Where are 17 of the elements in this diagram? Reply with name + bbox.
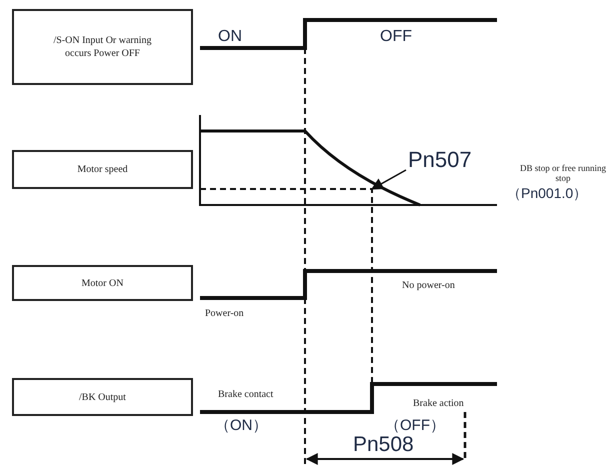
signal-label-box: /S-ON Input Or warning occurs Power OFF [12,9,193,85]
state-note: Brake action [413,398,464,410]
state-note: Power-on [205,308,244,320]
note-text: DB stop or free running stop [519,163,607,184]
leader-arrow [370,169,406,190]
state-label: （OFF） [385,417,445,434]
state-label: OFF [380,28,412,46]
parameter-label: （Pn001.0） [507,185,588,202]
parameter-label: Pn508 [353,433,414,458]
parameter-label: Pn507 [408,146,503,174]
state-label: ON [218,28,242,46]
signal-label-box: /BK Output [12,378,193,416]
state-label: （ON） [215,417,268,434]
signal-label-box: Motor speed [12,150,193,189]
state-note: No power-on [402,280,455,292]
signal-label-box: Motor ON [12,265,193,301]
state-note: Brake contact [218,389,274,400]
